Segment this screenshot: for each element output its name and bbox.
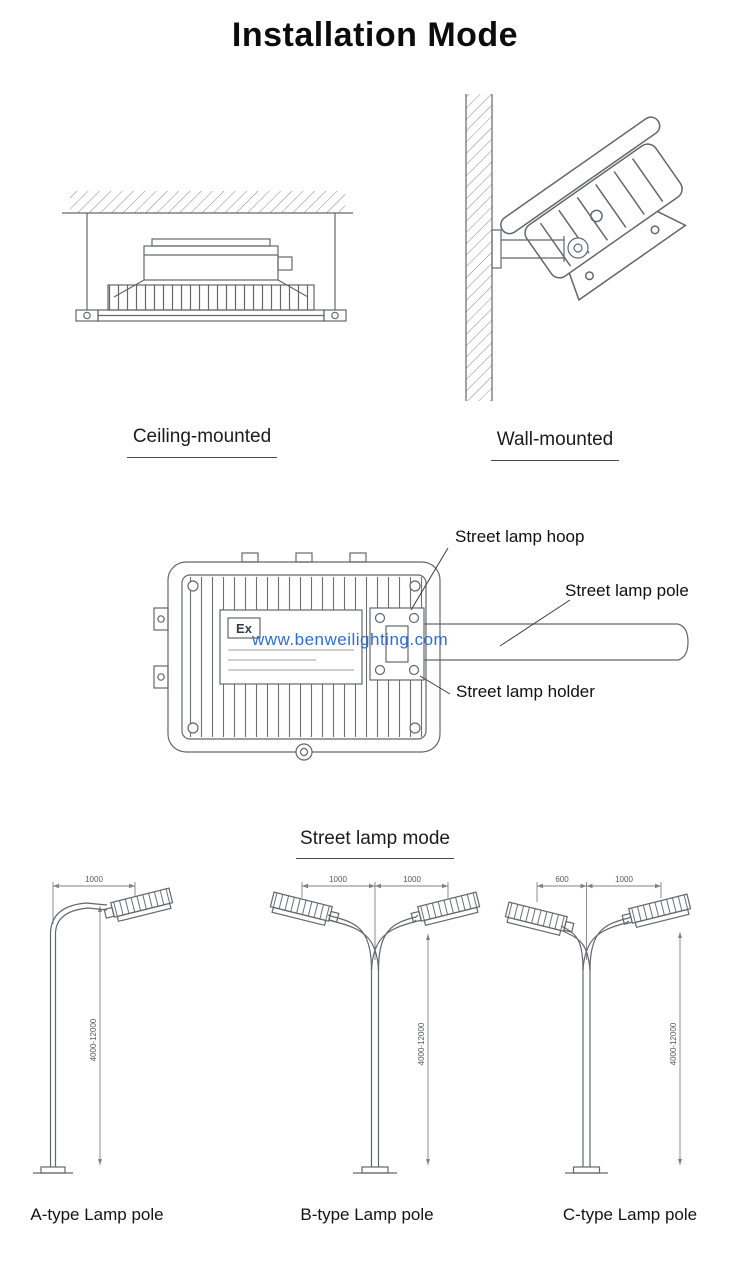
ceiling-hatch — [70, 191, 345, 213]
right-arm-dimension-label: 1000 — [403, 875, 421, 884]
c-type-pole-figure: 600 1000 4000-12000 — [504, 875, 692, 1174]
wall-mounted-figure — [465, 94, 687, 401]
right-arm-dimension-label: 1000 — [615, 875, 633, 884]
wall-mounted-label: Wall-mounted — [455, 429, 655, 461]
a-type-pole-label: A-type Lamp pole — [30, 1205, 164, 1224]
arm-dimension-label: 1000 — [85, 875, 103, 884]
street-lamp-mode-heading: Street lamp mode — [0, 828, 750, 859]
lamp-head — [103, 887, 174, 923]
holder-leader-line — [419, 675, 451, 695]
height-dimension-label: 4000-12000 — [417, 1022, 426, 1065]
street-lamp-assembly-figure: Ex — [153, 547, 689, 761]
lamp-hoop-clamp — [385, 625, 409, 663]
nameplate — [219, 609, 363, 685]
lamp-head — [621, 893, 692, 929]
page-title: Installation Mode — [231, 16, 519, 54]
hoop-label: Street lamp hoop — [455, 527, 585, 546]
ceiling-mounted-figure — [62, 191, 353, 322]
left-arm-dimension-label: 1000 — [329, 875, 347, 884]
heatsink-fins — [107, 284, 315, 311]
driver-box — [143, 245, 279, 281]
hoop-leader-line — [410, 547, 449, 611]
watermark-text: www.benweilighting.com — [252, 630, 449, 649]
pole-leader-line — [499, 599, 571, 647]
holder-label: Street lamp holder — [456, 682, 595, 701]
b-type-pole-label: B-type Lamp pole — [300, 1205, 434, 1224]
lamp-head — [410, 891, 481, 927]
height-dimension-label: 4000-12000 — [669, 1022, 678, 1065]
b-type-pole-figure: 1000 1000 4000-12000 — [269, 875, 481, 1174]
lamp-head — [269, 891, 340, 927]
wall-lamp-head — [500, 116, 687, 302]
a-type-pole-figure: 1000 4000-12000 — [33, 875, 174, 1174]
c-type-pole-label: C-type Lamp pole — [562, 1205, 698, 1224]
ceiling-mounted-label: Ceiling-mounted — [72, 426, 332, 458]
height-dimension-label: 4000-12000 — [89, 1018, 98, 1061]
left-arm-dimension-label: 600 — [555, 875, 569, 884]
ex-marking: Ex — [236, 621, 253, 636]
wall-hatch — [466, 94, 492, 401]
lamp-head — [504, 901, 575, 937]
pole-label: Street lamp pole — [565, 581, 689, 600]
